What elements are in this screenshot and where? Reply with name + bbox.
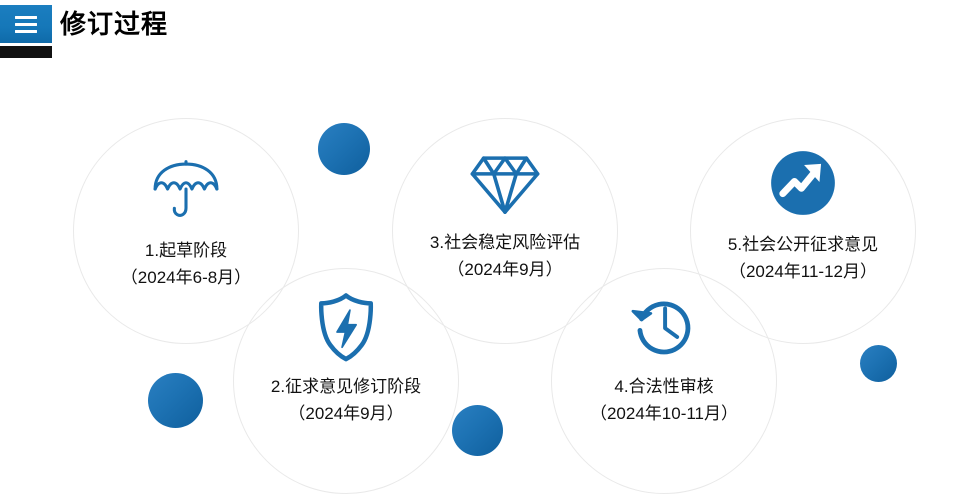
process-step-1-title: 1.起草阶段 [144, 241, 228, 260]
process-step-3-title: 3.社会稳定风险评估 [429, 233, 581, 252]
process-step-3-caption: 3.社会稳定风险评估 （2024年9月） [430, 229, 580, 283]
process-step-5-caption: 5.社会公开征求意见 （2024年11-12月） [728, 231, 878, 285]
decor-dot-4 [860, 345, 897, 382]
process-step-4[interactable]: 4.合法性审核 （2024年10-11月） [551, 268, 777, 494]
clock-history-icon [629, 291, 699, 361]
decor-dot-3 [452, 405, 503, 456]
process-step-1-caption: 1.起草阶段 （2024年6-8月） [121, 237, 251, 291]
diamond-icon [469, 151, 541, 217]
process-step-2-title: 2.征求意见修订阶段 [270, 377, 422, 396]
hamburger-bar-2 [15, 22, 37, 26]
shield-lightning-icon [313, 291, 379, 363]
page-header: 修订过程 [0, 0, 968, 70]
hamburger-menu-icon[interactable] [0, 5, 52, 43]
process-step-2[interactable]: 2.征求意见修订阶段 （2024年9月） [233, 268, 459, 494]
process-step-2-caption: 2.征求意见修订阶段 （2024年9月） [271, 373, 421, 427]
process-step-3[interactable]: 3.社会稳定风险评估 （2024年9月） [392, 118, 618, 344]
process-step-5-title: 5.社会公开征求意见 [727, 235, 879, 254]
process-step-4-period: （2024年10-11月） [589, 404, 739, 423]
process-step-2-period: （2024年9月） [288, 404, 404, 423]
process-step-4-title: 4.合法性审核 [614, 377, 714, 396]
process-step-5[interactable]: 5.社会公开征求意见 （2024年11-12月） [690, 118, 916, 344]
process-diagram: 1.起草阶段 （2024年6-8月） 2.征求意见修订阶段 （2024年9月） [0, 70, 968, 504]
decor-dot-1 [318, 123, 370, 175]
hamburger-bar-3 [15, 29, 37, 33]
process-step-4-caption: 4.合法性审核 （2024年10-11月） [590, 373, 738, 427]
header-accent-bar [0, 46, 52, 58]
umbrella-icon [148, 151, 224, 227]
process-step-3-period: （2024年9月） [447, 260, 563, 279]
page-title: 修订过程 [60, 9, 169, 39]
hamburger-bar-1 [15, 15, 37, 19]
decor-dot-2 [148, 373, 203, 428]
trending-up-arrow-icon [769, 149, 837, 217]
process-step-1[interactable]: 1.起草阶段 （2024年6-8月） [73, 118, 299, 344]
process-step-1-period: （2024年6-8月） [120, 268, 252, 287]
process-step-5-period: （2024年11-12月） [728, 262, 878, 281]
